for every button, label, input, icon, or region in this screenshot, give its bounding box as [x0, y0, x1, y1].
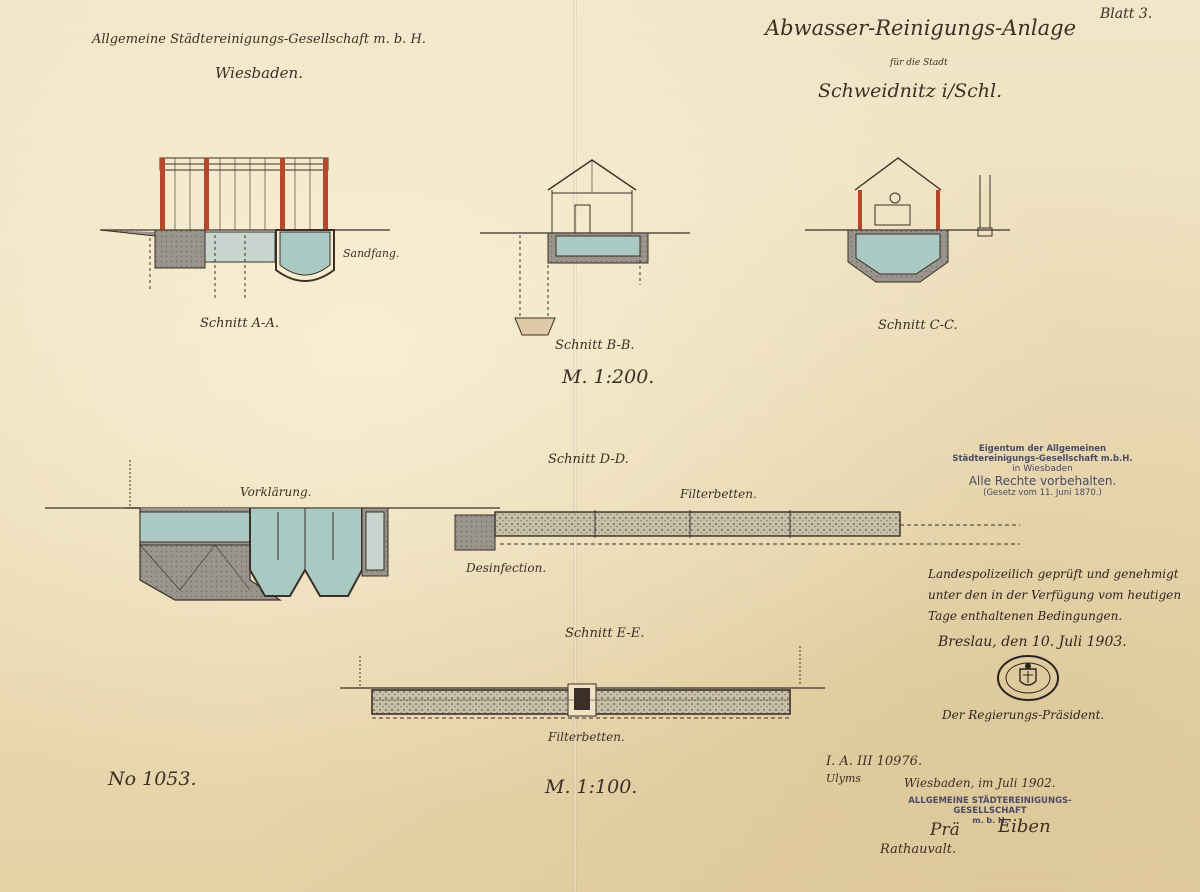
fold-line — [573, 0, 577, 892]
section-a-drawing — [99, 157, 390, 300]
ownership-stamp: Eigentum der Allgemeinen Städtereinigung… — [935, 444, 1150, 498]
label-filterbetten-e: Filterbetten. — [548, 730, 625, 744]
company-city: Wiesbaden. — [215, 64, 303, 82]
label-filterbetten: Filterbetten. — [680, 487, 757, 501]
signature-name: Eiben — [998, 816, 1051, 837]
registration-sub: Ulyms — [826, 772, 862, 785]
label-sandfang: Sandfang. — [343, 247, 400, 260]
ownership-line-3: Alle Rechte vorbehalten. — [968, 474, 1117, 488]
plate-number: Blatt 3. — [1100, 6, 1153, 22]
drawing-title: Abwasser-Reinigungs-Anlage — [765, 16, 1077, 40]
company-place-date: Wiesbaden, im Juli 1902. — [904, 776, 1056, 790]
section-c-title: Schnitt C-C. — [878, 318, 958, 333]
company-stamp: ALLGEMEINE STÄDTEREINIGUNGS-GESELLSCHAFT… — [890, 796, 1090, 825]
for-city-label: für die Stadt — [890, 58, 948, 68]
section-d-drawing — [45, 460, 1020, 601]
scale-lower: M. 1:100. — [545, 776, 638, 798]
ownership-line-1: Eigentum der Allgemeinen Städtereinigung… — [952, 444, 1133, 464]
section-a-title: Schnitt A-A. — [200, 316, 279, 331]
company-header: Allgemeine Städtereinigungs-Gesellschaft… — [92, 32, 426, 47]
town-name: Schweidnitz i/Schl. — [818, 80, 1003, 102]
signature-proxy: Prä — [930, 820, 960, 840]
ownership-line-2: in Wiesbaden — [1012, 464, 1073, 474]
approval-line-1: Landespolizeilich geprüft und genehmigt — [928, 567, 1179, 581]
scale-upper: M. 1:200. — [562, 366, 655, 388]
approval-office: Der Regierungs-Präsident. — [942, 708, 1105, 722]
section-c-drawing — [805, 157, 1010, 283]
label-desinfection: Desinfection. — [466, 561, 547, 575]
approval-place-date: Breslau, den 10. Juli 1903. — [938, 634, 1127, 650]
section-d-title: Schnitt D-D. — [548, 452, 629, 467]
section-b-drawing — [480, 159, 690, 336]
section-e-drawing — [340, 646, 825, 719]
drawing-number: No 1053. — [108, 768, 197, 790]
official-seal — [997, 655, 1059, 701]
approval-line-3: Tage enthaltenen Bedingungen. — [928, 609, 1123, 623]
registration-ref: I. A. III 10976. — [826, 754, 923, 769]
ownership-line-4: (Gesetz vom 11. Juni 1870.) — [983, 488, 1102, 498]
company-stamp-line-2: m. b. H. — [972, 816, 1008, 825]
section-e-title: Schnitt E-E. — [565, 626, 645, 641]
approval-line-2: unter den in der Verfügung vom heutigen — [928, 588, 1182, 602]
section-b-title: Schnitt B-B. — [555, 338, 635, 353]
label-vorklaerung: Vorklärung. — [240, 485, 312, 499]
signature-role: Rathauvalt. — [880, 842, 957, 857]
company-stamp-line-1: ALLGEMEINE STÄDTEREINIGUNGS-GESELLSCHAFT — [908, 796, 1072, 816]
